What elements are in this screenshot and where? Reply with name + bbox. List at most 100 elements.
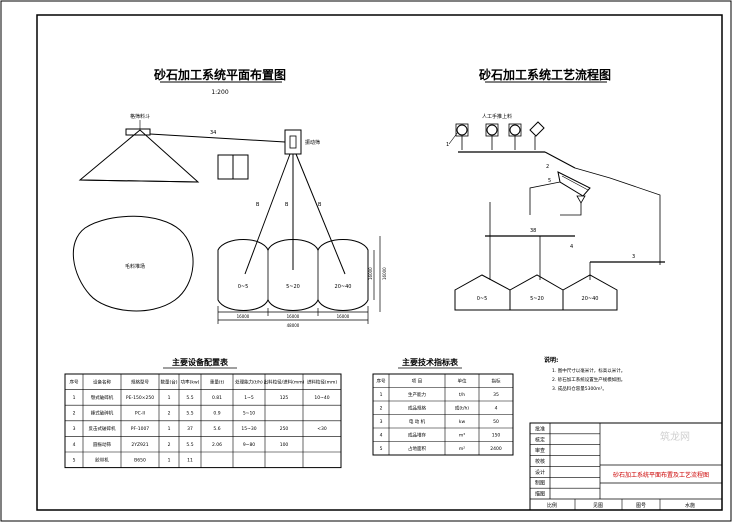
plan-bin-2: 5~20 — [286, 284, 300, 290]
tech-table-cell: m² — [459, 447, 465, 452]
equipment-table-cell: 5.6 — [213, 426, 220, 432]
note-line-3: 3. 成品料仓容量5300m³。 — [552, 385, 607, 392]
equipment-table-cell: 11 — [187, 457, 193, 463]
main-belt-incline — [544, 151, 576, 169]
tb-row-label: 审查 — [535, 447, 545, 454]
belt-label-mid-2: B — [285, 202, 289, 208]
screen-label: 振动筛 — [305, 139, 320, 146]
equipment-table-cell: 1 — [168, 395, 171, 401]
crusher-2 — [486, 124, 498, 136]
notes-title: 说明: — [544, 356, 558, 364]
tech-table-cell: kw — [459, 419, 466, 425]
equipment-table-cell: B650 — [134, 457, 146, 463]
equipment-table-cell: 5.5 — [186, 442, 193, 448]
tb-footer-1: 比例 — [547, 502, 557, 509]
screen-deck — [561, 175, 589, 191]
tech-table-header-cell: 单位 — [458, 377, 467, 384]
product-bins — [217, 239, 369, 311]
crusher-1-frame — [455, 123, 469, 137]
flow-screen — [557, 171, 591, 197]
plan-bin-3: 20~40 — [335, 284, 352, 290]
equipment-table-cell: 锤式破碎机 — [91, 410, 114, 417]
belt-to-bin-3 — [295, 153, 346, 275]
plan-bin-1: 0~5 — [238, 284, 249, 290]
equipment-table-cell: 颚式破碎机 — [91, 394, 114, 401]
node-1-leader — [448, 131, 459, 145]
tech-table-header-cell: 指标 — [492, 377, 501, 384]
equipment-table-cell: 1 — [168, 457, 171, 463]
equipment-table-cell: 1 — [73, 395, 76, 401]
equipment-table-header-cell: 进料粒径(mm) — [307, 378, 338, 385]
dim-bin-height: 16000 — [368, 267, 373, 280]
equipment-table-cell: 2.06 — [212, 442, 222, 448]
manual-feed-label: 人工手推上料 — [482, 113, 512, 120]
belt-label-mid: B — [256, 202, 260, 208]
flow-bin-label-2: 5~20 — [530, 296, 544, 302]
feeder-4 — [529, 121, 545, 137]
equipment-table-cell: 3 — [73, 426, 76, 432]
screen-side-line — [529, 181, 561, 215]
tech-table-cell: 成(t/h) — [455, 404, 469, 411]
note-line-1: 1. 图中尺寸以毫米计，标高以米计。 — [552, 367, 625, 374]
tech-table-cell: 4 — [380, 432, 383, 438]
tb-footer-3: 图号 — [636, 503, 646, 509]
equipment-table-cell: 100 — [280, 442, 289, 448]
flow-bin-label-1: 0~5 — [477, 296, 488, 302]
inner-frame — [36, 14, 723, 511]
tb-row-label: 校核 — [535, 458, 545, 465]
feed-mound — [78, 129, 200, 183]
equipment-table-cell: 125 — [280, 395, 289, 401]
return-line — [574, 167, 661, 265]
note-line-2: 2. 砂石加工系统设置生产规模如图。 — [552, 376, 625, 383]
equipment-table-cell: 15~30 — [241, 426, 256, 432]
equipment-table-cell: 5 — [73, 457, 76, 463]
belt-label-top: 34 — [210, 130, 216, 136]
equipment-table-header-cell: 出料粒径/进料(mm) — [264, 378, 305, 385]
tech-table-cell: t/h — [459, 392, 465, 398]
equipment-table-cell: 10~40 — [314, 395, 329, 401]
equipment-table-cell: PF-1007 — [131, 426, 150, 432]
grizzly-hopper — [125, 128, 151, 136]
flow-node-4: 4 — [570, 244, 573, 250]
scale-text: 1:200 — [211, 89, 228, 96]
left-title: 砂石加工系统平面布置图 — [153, 67, 286, 82]
belt-label-mid-3: B — [318, 202, 322, 208]
tech-table-title: 主要技术指标表 — [402, 357, 459, 367]
equipment-table-cell: 0.81 — [212, 395, 222, 401]
drawing-title: 砂石加工系统平面布置及工艺流程图 — [613, 471, 709, 479]
tech-table-cell: 成品规格 — [408, 404, 426, 411]
equipment-table-cell: 胶带机 — [95, 456, 109, 463]
equipment-table-cell: 37 — [187, 426, 193, 432]
dim-each-2: 16000 — [287, 314, 300, 319]
feed-mound-base — [79, 179, 199, 183]
equipment-table-cell: 2 — [168, 411, 171, 417]
tech-table-header-cell: 序号 — [377, 377, 386, 384]
tech-table-cell: 生产能力 — [408, 391, 426, 398]
crusher-3 — [509, 124, 521, 136]
stockpile-label: 毛料堆场 — [125, 263, 145, 270]
screen-box — [289, 135, 297, 149]
equipment-table-title: 主要设备配置表 — [172, 357, 229, 367]
right-title: 砂石加工系统工艺流程图 — [478, 67, 611, 82]
flow-bin-1 — [454, 274, 511, 311]
tech-table-cell: 2400 — [490, 446, 502, 452]
flow-bin-2 — [509, 274, 564, 311]
dim-each-1: 16000 — [237, 314, 250, 319]
tech-table-cell: 150 — [492, 432, 501, 438]
raw-stockpile — [72, 215, 194, 312]
screen-chute — [576, 195, 586, 204]
equipment-table-cell: PE-150×250 — [126, 395, 154, 401]
equipment-table: 序号设备名称规格型号数量(台)功率(kw)重量(t)处理能力(t/h)出料粒径/… — [64, 373, 342, 469]
belt-conveyor-1 — [149, 133, 286, 143]
belt-to-bin-1 — [244, 153, 291, 275]
dim-each-3: 16000 — [337, 314, 350, 319]
equipment-table-cell: 2YZ921 — [131, 442, 148, 448]
tb-row-label: 制图 — [535, 480, 545, 487]
tech-table-cell: 1 — [380, 392, 383, 398]
feed-label: 格筛料斗 — [130, 113, 150, 120]
tech-table-cell: 电 动 机 — [409, 418, 426, 425]
tech-table-cell: 4 — [495, 405, 498, 411]
equipment-table-header-cell: 重量(t) — [210, 378, 225, 385]
tech-table-cell: 3 — [380, 419, 383, 425]
